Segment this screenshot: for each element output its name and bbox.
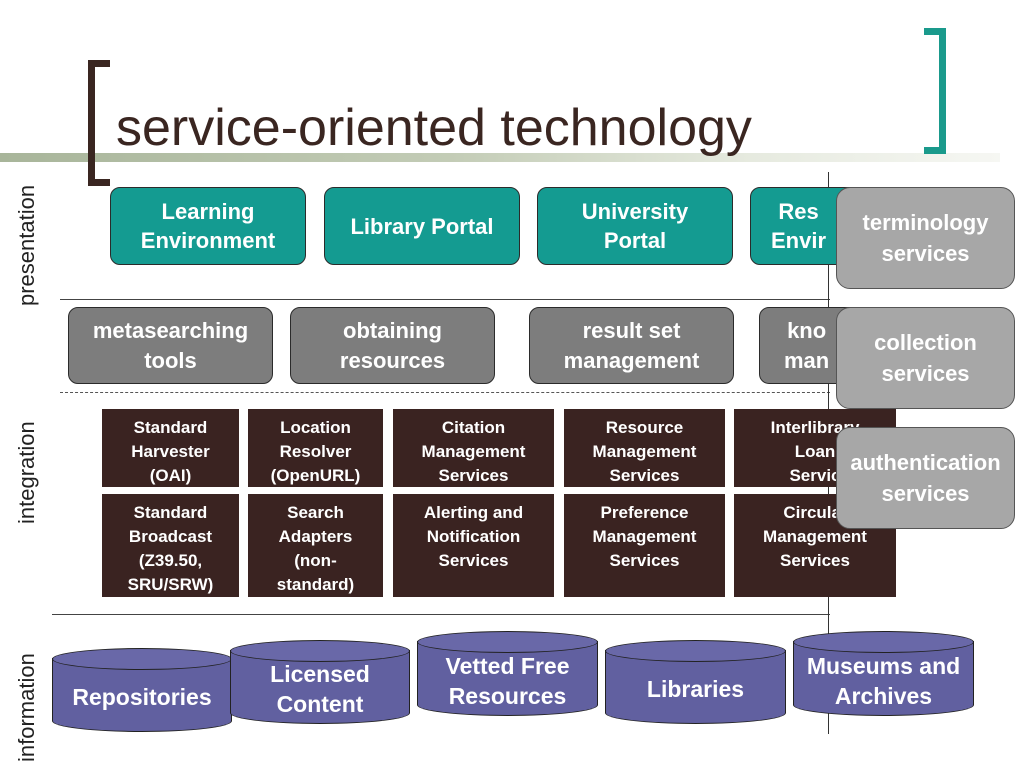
- app-box-label: Learning Environment: [140, 199, 276, 253]
- service-alerting-notification: Alerting and Notification Services: [393, 494, 554, 597]
- app-box-library-portal: Library Portal: [324, 187, 520, 265]
- source-cylinder-libraries: Libraries: [605, 640, 786, 724]
- layer-label-integration: integration: [14, 421, 39, 524]
- side-box-label: authentication services: [850, 450, 1001, 506]
- source-label: Repositories: [72, 684, 212, 710]
- service-search-adapters: Search Adapters (non- standard): [248, 494, 383, 597]
- app-box-learning-environment: Learning Environment: [110, 187, 306, 265]
- side-box-authentication-services: authentication services: [836, 427, 1015, 529]
- service-label: Alerting and Notification Services: [423, 503, 524, 570]
- service-preference-management: Preference Management Services: [564, 494, 725, 597]
- service-label: Citation Management Services: [421, 418, 526, 485]
- app-box-university-portal: University Portal: [537, 187, 733, 265]
- service-standard-harvester: Standard Harvester (OAI): [102, 409, 239, 487]
- cylinder-body: [793, 641, 974, 716]
- source-cylinder-vetted-free-resources: Vetted Free Resources: [417, 631, 598, 716]
- side-box-label: terminology services: [862, 210, 989, 266]
- left-bracket: [88, 60, 110, 186]
- tool-box-label: result set management: [563, 317, 700, 373]
- service-label: Resource Management Services: [592, 418, 697, 485]
- service-location-resolver: Location Resolver (OpenURL): [248, 409, 383, 487]
- source-label: Vetted Free Resources: [445, 652, 570, 709]
- service-citation-management: Citation Management Services: [393, 409, 554, 487]
- side-box-label: collection services: [874, 330, 977, 386]
- cylinder-body: [605, 650, 786, 724]
- cylinder-top: [605, 640, 786, 662]
- cylinder-top: [793, 631, 974, 653]
- cylinder-top: [230, 640, 410, 662]
- service-label: Standard Broadcast (Z39.50, SRU/SRW): [127, 503, 214, 594]
- tool-box-result-set-management: result set management: [529, 307, 734, 384]
- source-cylinder-repositories: Repositories: [52, 648, 232, 732]
- service-label: Preference Management Services: [592, 503, 697, 570]
- side-box-collection-services: collection services: [836, 307, 1015, 409]
- source-cylinder-licensed-content: Licensed Content: [230, 640, 410, 724]
- tool-box-metasearching: metasearching tools: [68, 307, 273, 384]
- tool-box-label: obtaining resources: [339, 317, 446, 373]
- side-box-terminology-services: terminology services: [836, 187, 1015, 289]
- service-label: Circulat Management Services: [763, 503, 867, 570]
- service-label: Search Adapters (non- standard): [276, 503, 355, 594]
- tool-box-label: kno man: [784, 317, 830, 373]
- presentation-separator: [60, 299, 830, 300]
- source-label: Libraries: [646, 676, 745, 702]
- integration-separator: [52, 614, 830, 615]
- app-box-label: University Portal: [581, 199, 689, 253]
- service-label: Location Resolver (OpenURL): [270, 418, 361, 485]
- service-resource-management: Resource Management Services: [564, 409, 725, 487]
- service-label: Standard Harvester (OAI): [131, 418, 210, 485]
- page-title: service-oriented technology: [116, 99, 752, 157]
- tools-separator: [60, 392, 830, 393]
- service-label: Interlibrary Loan Servic: [770, 418, 860, 485]
- source-label: Museums and Archives: [806, 652, 961, 709]
- cylinder-body: [417, 641, 598, 716]
- cylinder-body: [52, 658, 232, 732]
- cylinder-top: [52, 648, 232, 670]
- title-underline-bar: [0, 153, 1000, 162]
- right-bracket: [924, 28, 946, 154]
- app-box-label: Res Envir: [771, 199, 827, 253]
- tool-box-label: metasearching tools: [92, 317, 249, 373]
- layer-label-presentation: presentation: [14, 184, 39, 306]
- layer-label-information: information: [14, 653, 39, 762]
- service-standard-broadcast: Standard Broadcast (Z39.50, SRU/SRW): [102, 494, 239, 597]
- tool-box-obtaining-resources: obtaining resources: [290, 307, 495, 384]
- app-box-label: Library Portal: [350, 213, 494, 239]
- source-label: Licensed Content: [270, 661, 370, 717]
- cylinder-top: [417, 631, 598, 653]
- source-cylinder-museums-archives: Museums and Archives: [793, 631, 974, 716]
- cylinder-body: [230, 650, 410, 724]
